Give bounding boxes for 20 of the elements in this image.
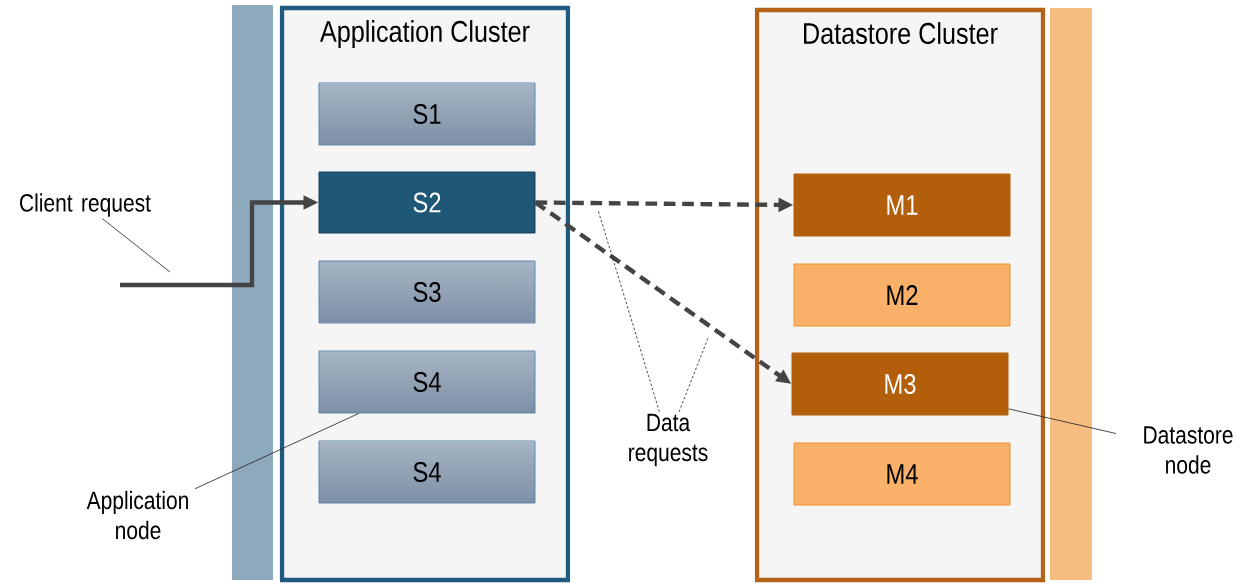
leader-line [678, 337, 709, 413]
callout-label: Application node [86, 490, 188, 540]
node-box: S4 [318, 350, 536, 414]
leader-line [597, 209, 660, 413]
node-box: M2 [793, 263, 1011, 327]
node-box: S1 [318, 82, 536, 146]
callout-label: Datastore node [1144, 426, 1233, 474]
node-box: S3 [318, 260, 536, 324]
node-box: S4 [318, 440, 536, 504]
leader-line [194, 413, 359, 490]
node-box: S2 [318, 171, 536, 234]
node-box: M1 [793, 173, 1011, 237]
leader-line [101, 218, 171, 273]
leader-line [1008, 408, 1117, 434]
callout-label: Data requests [629, 413, 708, 467]
node-box: M3 [791, 352, 1009, 416]
side-band [232, 5, 273, 580]
side-band [1050, 8, 1092, 580]
callout-label: Client request [20, 193, 151, 217]
node-box: M4 [793, 442, 1011, 506]
